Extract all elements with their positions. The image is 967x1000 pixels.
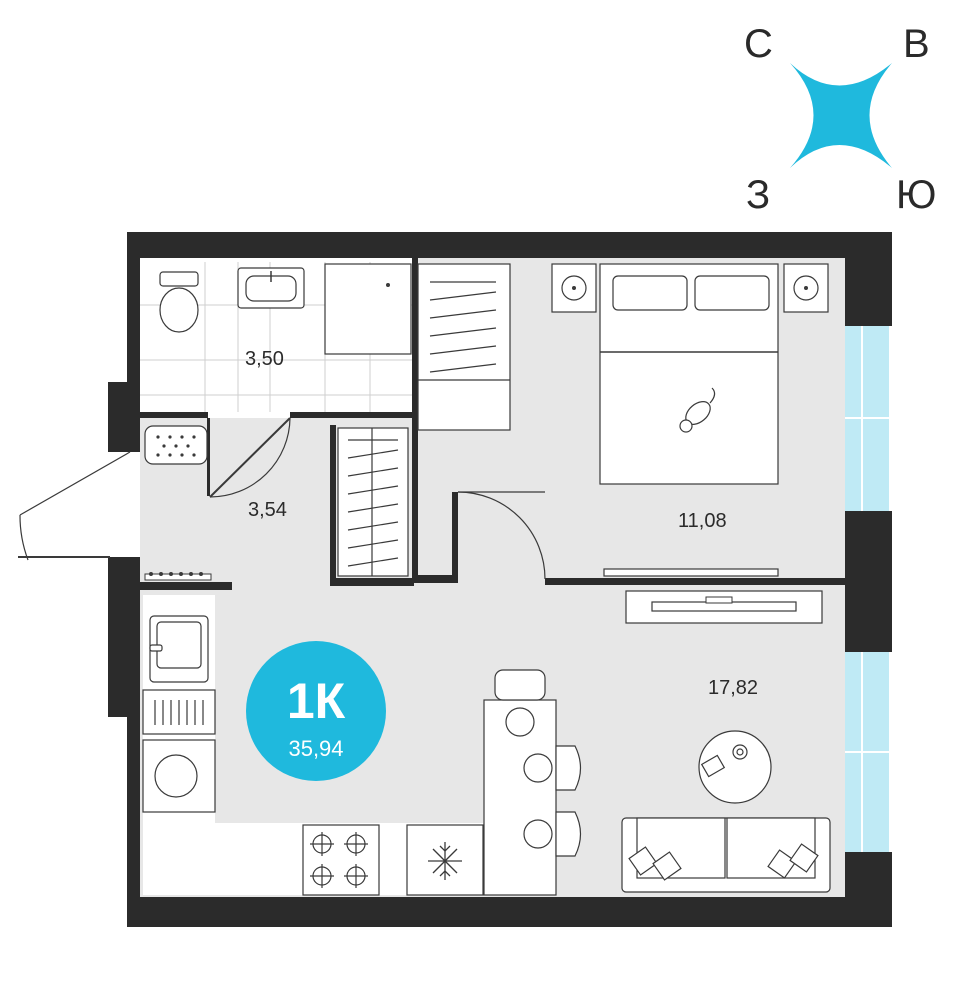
compass: С В З Ю — [744, 22, 936, 217]
chair-right-2-icon — [523, 811, 582, 857]
area-bedroom: 11,08 — [678, 510, 727, 532]
compass-south: Ю — [896, 173, 936, 217]
shoe-mat-icon — [144, 425, 208, 465]
apartment-badge: 1К 35,94 — [246, 641, 386, 781]
chair-top-icon — [494, 669, 546, 737]
bedroom-furniture — [417, 263, 829, 577]
fridge-icon — [406, 824, 484, 896]
kitchen-sink-icon — [149, 615, 209, 683]
area-labels: 3,50 3,54 11,08 17,82 — [245, 348, 758, 699]
living-kitchen-furniture — [142, 590, 831, 896]
nightstand-left-icon — [551, 263, 597, 313]
compass-star-icon — [790, 63, 892, 168]
sink-icon — [237, 267, 305, 309]
toilet-icon — [159, 271, 199, 333]
compass-east: В — [903, 22, 930, 66]
bed-icon — [599, 263, 779, 485]
area-hallway: 3,54 — [248, 499, 287, 521]
washing-machine-icon — [142, 739, 216, 813]
area-bathroom: 3,50 — [245, 348, 284, 370]
stove-icon — [302, 824, 380, 896]
chair-right-1-icon — [523, 745, 582, 791]
nightstand-right-icon — [783, 263, 829, 313]
tv-stand-icon — [625, 590, 823, 624]
badge-circle — [246, 641, 386, 781]
bathroom-fixtures — [159, 263, 412, 355]
sofa-icon — [621, 817, 831, 893]
compass-north: С — [744, 22, 773, 66]
wardrobe-bedroom-icon — [417, 263, 511, 431]
coffee-table-icon — [698, 730, 772, 804]
hallway-fixtures — [144, 425, 409, 581]
walls — [108, 232, 892, 927]
badge-type: 1К — [287, 673, 346, 729]
windows — [845, 326, 889, 852]
doors — [18, 417, 546, 580]
dishwasher-icon — [142, 689, 216, 735]
badge-total-area: 35,94 — [288, 736, 343, 761]
pet-icon — [679, 387, 716, 433]
wardrobe-hall-icon — [337, 427, 409, 577]
radiator-icon — [144, 572, 212, 581]
shower-icon — [324, 263, 412, 355]
area-living-kitchen: 17,82 — [708, 677, 758, 699]
tv-bedroom-icon — [603, 568, 779, 577]
compass-west: З — [746, 173, 770, 217]
